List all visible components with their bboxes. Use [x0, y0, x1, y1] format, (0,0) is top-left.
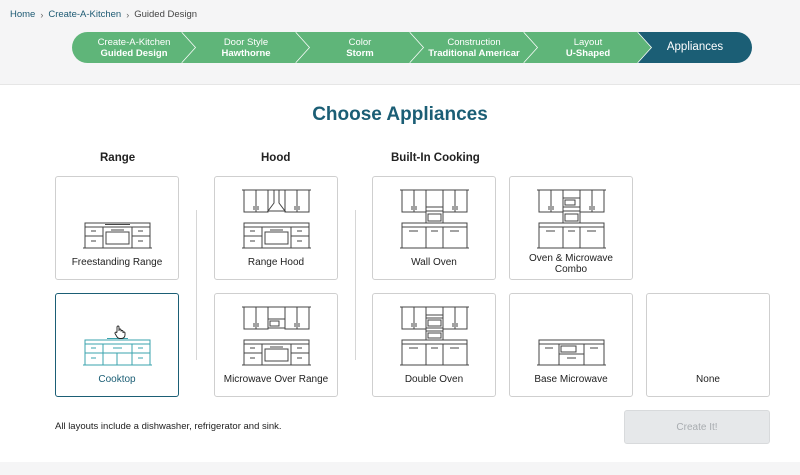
step-construction[interactable]: Construction Traditional Americar: [410, 32, 538, 63]
range-hood-illustration: [242, 189, 311, 249]
option-label: Microwave Over Range: [223, 374, 329, 385]
option-base-microwave[interactable]: Base Microwave: [509, 293, 633, 397]
footer-band: [0, 462, 800, 475]
step-arrow-shape: [296, 32, 424, 63]
step-value: Traditional Americar: [428, 47, 520, 59]
option-label: Freestanding Range: [71, 257, 163, 268]
step-create-a-kitchen[interactable]: Create-A-Kitchen Guided Design: [72, 32, 196, 63]
step-color[interactable]: Color Storm: [296, 32, 424, 63]
option-microwave-over-range[interactable]: Microwave Over Range: [214, 293, 338, 397]
layout-includes-note: All layouts include a dishwasher, refrig…: [55, 421, 282, 432]
option-label-line-1: Oven & Microwave: [529, 253, 613, 264]
step-value: Storm: [346, 47, 374, 59]
option-label: Cooktop: [98, 374, 136, 385]
option-label: Wall Oven: [411, 257, 457, 268]
oven-microwave-combo-illustration: [537, 189, 606, 249]
step-door-style[interactable]: Door Style Hawthorne: [182, 32, 310, 63]
option-label: None: [696, 374, 720, 385]
hand-cursor-icon: [114, 325, 126, 339]
step-label: Color: [348, 36, 372, 48]
column-heading-built-in-cooking: Built-In Cooking: [391, 152, 480, 164]
step-label: Door Style: [223, 36, 269, 48]
step-value: Guided Design: [100, 47, 168, 59]
cooktop-illustration: [83, 338, 152, 366]
breadcrumb-current: Guided Design: [134, 9, 198, 20]
breadcrumb: Home › Create-A-Kitchen › Guided Design: [10, 9, 197, 20]
column-divider: [196, 210, 197, 360]
microwave-over-range-illustration: [242, 306, 311, 366]
option-label: Base Microwave: [534, 374, 608, 385]
step-progress: Create-A-Kitchen Guided Design Door Styl…: [72, 32, 752, 63]
step-label: Layout: [573, 36, 603, 48]
step-label: Appliances: [666, 41, 724, 53]
option-wall-oven[interactable]: Wall Oven: [372, 176, 496, 280]
option-label: Range Hood: [247, 257, 305, 268]
option-label-line-2: Combo: [554, 264, 588, 275]
freestanding-range-illustration: [83, 222, 152, 249]
double-oven-illustration: [400, 306, 469, 366]
option-label: Oven & Microwave Combo: [510, 253, 632, 275]
option-cooktop[interactable]: Cooktop: [55, 293, 179, 397]
option-label: Double Oven: [404, 374, 464, 385]
create-it-button[interactable]: Create It!: [624, 410, 770, 444]
option-none[interactable]: None: [646, 293, 770, 397]
option-range-hood[interactable]: Range Hood: [214, 176, 338, 280]
step-value: Hawthorne: [221, 47, 271, 59]
step-label: Construction: [447, 36, 501, 48]
breadcrumb-home-link[interactable]: Home: [10, 9, 36, 20]
option-double-oven[interactable]: Double Oven: [372, 293, 496, 397]
chevron-right-icon: ›: [126, 9, 130, 20]
step-value: U-Shaped: [565, 47, 611, 59]
page-title: Choose Appliances: [312, 104, 488, 125]
breadcrumb-create-a-kitchen-link[interactable]: Create-A-Kitchen: [48, 9, 122, 20]
wall-oven-illustration: [400, 189, 469, 249]
base-microwave-illustration: [537, 339, 606, 366]
column-divider: [355, 210, 356, 360]
step-label: Create-A-Kitchen: [97, 36, 171, 48]
option-freestanding-range[interactable]: Freestanding Range: [55, 176, 179, 280]
option-oven-microwave-combo[interactable]: Oven & Microwave Combo: [509, 176, 633, 280]
step-layout[interactable]: Layout U-Shaped: [524, 32, 652, 63]
column-heading-hood: Hood: [261, 152, 291, 164]
step-arrow-shape: [638, 32, 752, 63]
step-appliances[interactable]: Appliances: [638, 32, 752, 63]
step-arrow-shape: [182, 32, 310, 63]
column-heading-range: Range: [100, 152, 136, 164]
chevron-right-icon: ›: [40, 9, 44, 20]
